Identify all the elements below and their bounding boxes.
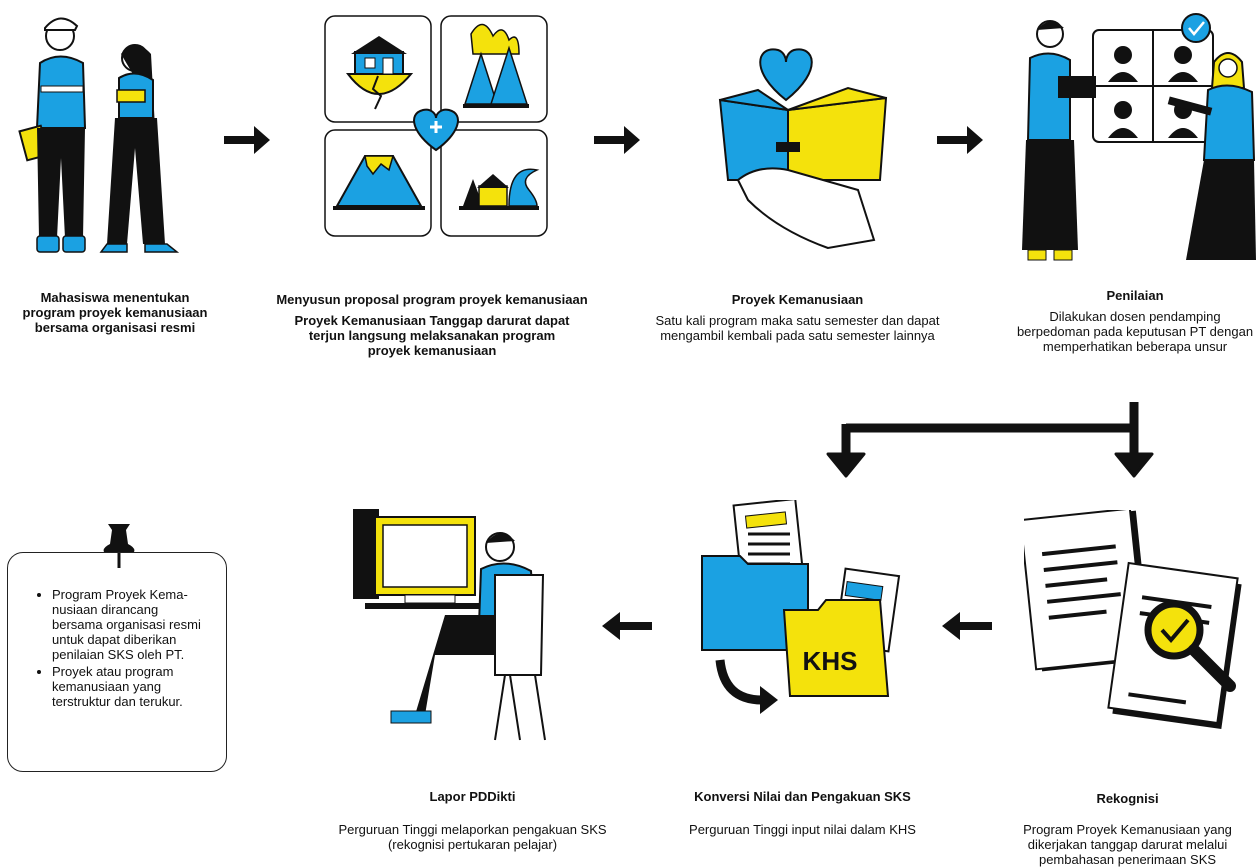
- step-4-caption: Penilaian Dilakukan dosen pendamping ber…: [1015, 288, 1255, 354]
- step-6-title: Konversi Nilai dan Pengakuan SKS: [694, 789, 911, 804]
- khs-folder-illustration: KHS: [701, 500, 901, 714]
- step-5-subtitle: Program Proyek Kemanusiaan yang dikerjak…: [1023, 822, 1232, 867]
- step-2-title: Menyusun proposal program proyek kemanus…: [276, 292, 588, 307]
- folder-label: KHS: [803, 646, 858, 676]
- pin-icon: [103, 524, 135, 568]
- disaster-grid-illustration: [324, 15, 548, 237]
- step-3-caption: Proyek Kemanusiaan Satu kali program mak…: [655, 292, 940, 343]
- step-7-title: Lapor PDDikti: [429, 789, 516, 804]
- step-3-title: Proyek Kemanusiaan: [731, 292, 864, 307]
- students-illustration: [18, 17, 180, 253]
- step-1-caption: Mahasiswa menentukan program proyek kema…: [15, 290, 215, 341]
- note-card: Program Proyek Kema-nusiaan dirancang be…: [7, 552, 227, 772]
- step-7-subtitle: Perguruan Tinggi melaporkan pengakuan SK…: [338, 822, 607, 852]
- arrow-right-icon: [224, 126, 270, 154]
- step-6-subtitle: Perguruan Tinggi input nilai dalam KHS: [689, 822, 916, 837]
- step-2-caption: Menyusun proposal program proyek kemanus…: [262, 292, 602, 358]
- step-5-title: Rekognisi: [1096, 791, 1159, 806]
- step-4-subtitle: Dilakukan dosen pendamping berpedoman pa…: [1016, 309, 1254, 354]
- step-2-subtitle: Proyek Kemanusiaan Tanggap darurat dapat…: [294, 313, 570, 358]
- step-3-subtitle: Satu kali program maka satu semester dan…: [655, 313, 940, 343]
- assessment-illustration: [1022, 13, 1256, 261]
- step-6-caption: Konversi Nilai dan Pengakuan SKS Perguru…: [660, 789, 945, 837]
- note-list: Program Proyek Kema-nusiaan dirancang be…: [8, 587, 226, 709]
- note-item-1: Program Proyek Kema-nusiaan dirancang be…: [52, 587, 212, 662]
- recognition-documents-illustration: [1024, 510, 1242, 729]
- report-desk-illustration: [353, 509, 546, 741]
- arrow-right-icon: [937, 126, 983, 154]
- arrow-right-icon: [594, 126, 640, 154]
- branch-connector: [826, 402, 1154, 478]
- note-item-2: Proyek atau program kemanusiaan yang ter…: [52, 664, 212, 709]
- step-1-title: Mahasiswa menentukan program proyek kema…: [22, 290, 208, 335]
- step-4-title: Penilaian: [1106, 288, 1164, 303]
- donation-box-illustration: [718, 48, 888, 250]
- arrow-left-icon: [942, 612, 992, 640]
- arrow-left-icon: [602, 612, 652, 640]
- step-5-caption: Rekognisi Program Proyek Kemanusiaan yan…: [1005, 791, 1250, 867]
- step-7-caption: Lapor PDDikti Perguruan Tinggi melaporka…: [330, 789, 615, 852]
